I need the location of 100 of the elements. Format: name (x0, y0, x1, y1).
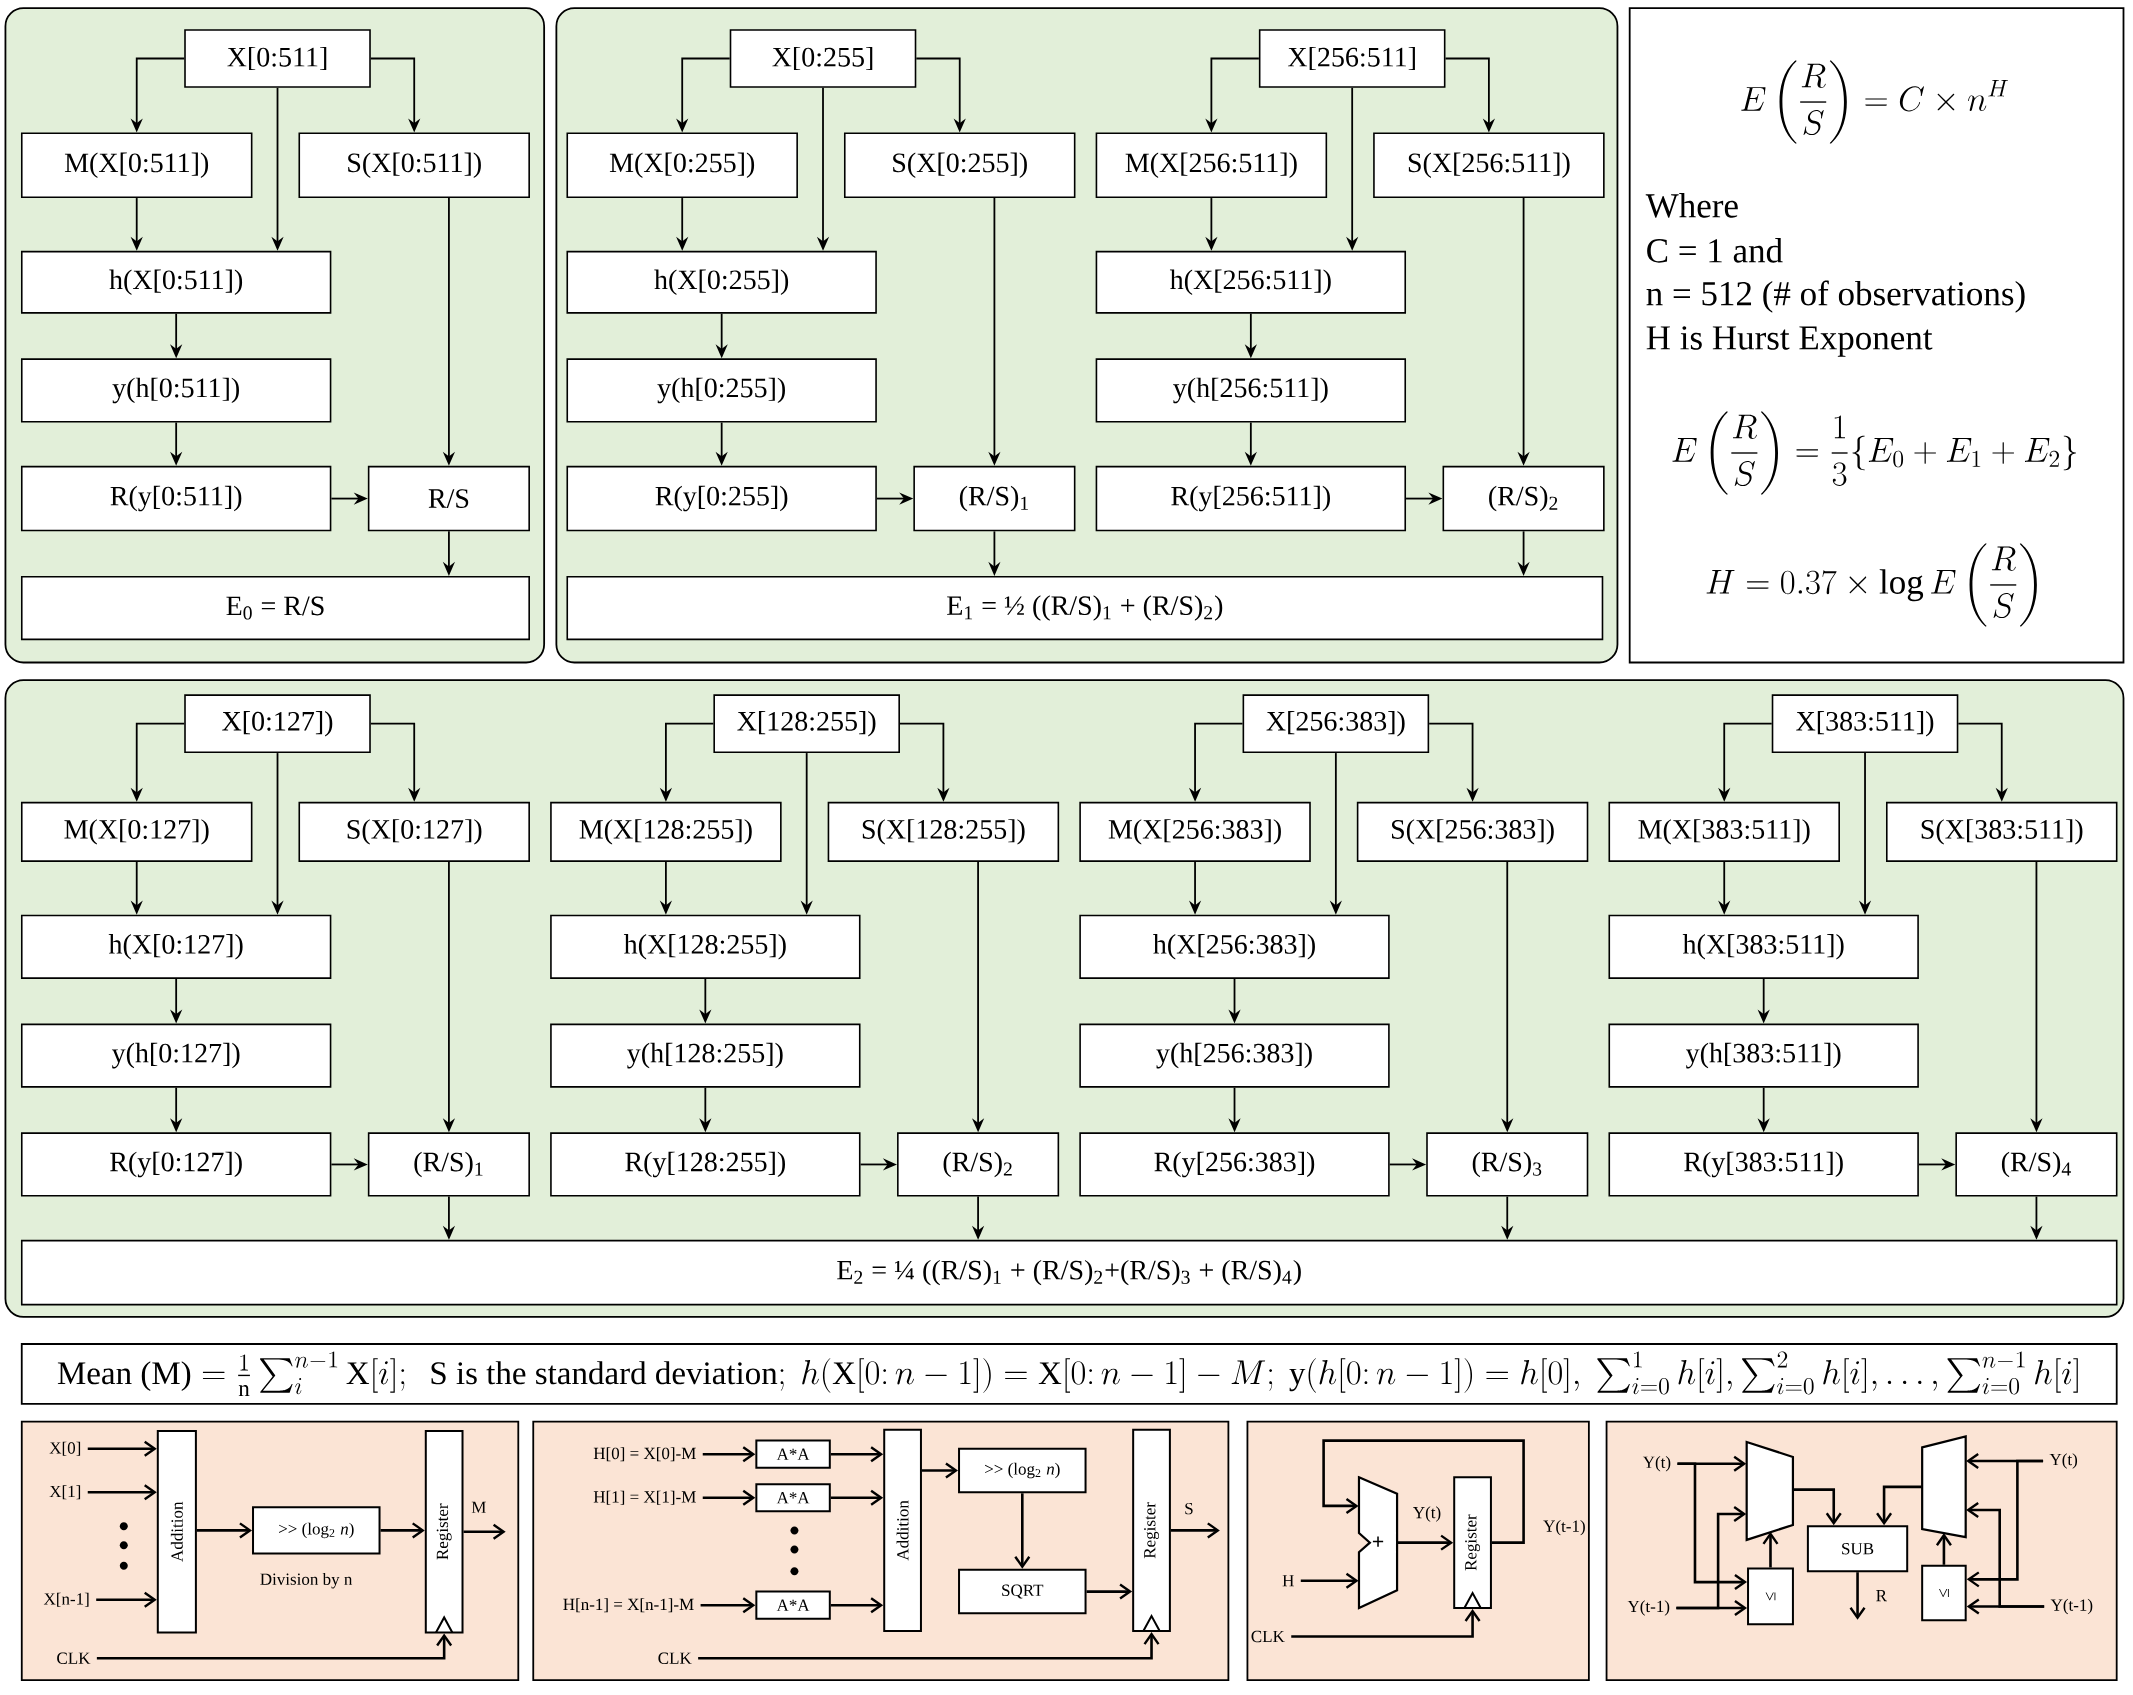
process-box: R(y[256:383]) (1079, 1132, 1390, 1197)
signal-label: CLK (57, 1652, 91, 1664)
arrow (1322, 1439, 1525, 1544)
process-box: (R/S)$_{1}$ (913, 465, 1076, 532)
process-box: y(h[0:127]) (20, 1023, 332, 1088)
result-box: E$_{2}$ = ¼ ((R/S)$_{1}$ + (R/S)$_{2}$+(R/S)$_{3}$ + (R/S)$_{4}$) (20, 1239, 2118, 1306)
process-box: (R/S)$_{4}$ (1955, 1132, 2118, 1197)
arrow (1935, 1533, 1952, 1565)
result-box: E$_{1}$ = ½ ((R/S)$_{1}$ + (R/S)$_{2}$) (566, 576, 1604, 641)
edge-label: S (1185, 1502, 1193, 1515)
signal-label: CLK (1251, 1630, 1285, 1643)
equation: $H = 0.37 \times \log E\left(\frac{R}{S}\right)$ (1706, 543, 2037, 627)
subtractor-block: SUB (1806, 1525, 1909, 1573)
process-box: y(h[0:255]) (566, 358, 877, 423)
process-box: h(X[0:255]) (566, 250, 877, 314)
process-box: X[0:511] (184, 29, 371, 88)
equation: $E\left(\frac{R}{S}\right) = \frac{1}{3}\{E_{0} + E_{1} + E_{2}\}$ (1672, 411, 2076, 495)
process-box: h(X[0:511]) (20, 250, 332, 314)
shifter-block: >> (log$_{2}$ n) (252, 1506, 381, 1555)
process-box: R(y[0:511]) (20, 465, 332, 532)
signal-label: X[0] (49, 1441, 81, 1456)
process-box: h(X[256:383]) (1079, 914, 1390, 979)
process-box: R(y[0:127]) (20, 1132, 332, 1197)
process-box: X[256:383]) (1242, 694, 1430, 754)
edge-label: Y(t) (1413, 1506, 1441, 1522)
process-box: S(X[0:511]) (298, 132, 530, 199)
arrow (1849, 1572, 1866, 1620)
process-box: M(X[383:511]) (1608, 801, 1840, 862)
signal-label: H[0] = X[0]-M (593, 1447, 696, 1462)
adder-block: Addition (883, 1428, 922, 1633)
signal-label: H[n-1] = X[n-1]-M (563, 1598, 694, 1613)
process-box: R(y[256:511]) (1095, 465, 1407, 532)
equation-panel (1628, 7, 2125, 664)
register-block: Register (424, 1430, 464, 1634)
process-box: S(X[128:255]) (827, 801, 1060, 862)
process-box: M(X[0:255]) (566, 132, 798, 199)
process-box: y(h[383:511]) (1608, 1023, 1919, 1088)
register-block: Register (1453, 1476, 1492, 1609)
arrow (700, 1597, 756, 1614)
arrow (1793, 1488, 1842, 1526)
process-box: X[0:255] (729, 29, 917, 88)
process-box: (R/S)$_{2}$ (1442, 465, 1605, 532)
process-box: M(X[256:511]) (1095, 132, 1328, 199)
arrow (1086, 1583, 1133, 1600)
signal-label: H (1282, 1575, 1294, 1587)
arrow (1676, 1506, 1747, 1610)
arrow (196, 1522, 253, 1539)
signal-label: Y(t) (1642, 1456, 1671, 1472)
comparator-block: ≤ (1747, 1567, 1794, 1626)
arrow (1170, 1522, 1220, 1539)
process-box: S(X[0:127]) (298, 801, 530, 862)
signal-label: CLK (658, 1652, 692, 1664)
process-box: h(X[383:511]) (1608, 914, 1919, 979)
arrow (921, 1462, 959, 1479)
arrow (702, 1489, 756, 1506)
arrow (1014, 1493, 1031, 1569)
process-box: X[256:511] (1258, 29, 1446, 88)
process-box: y(h[128:255]) (550, 1023, 861, 1088)
note-text: n = 512 (# of observations) (1646, 280, 2025, 313)
multiplier-block: A*A (755, 1439, 831, 1469)
arrow (463, 1523, 506, 1540)
signal-label: X[n-1] (43, 1592, 89, 1607)
caption-text: Division by n (260, 1573, 353, 1589)
result-box: E$_{0}$ = R/S (20, 576, 530, 641)
arrow (96, 1591, 157, 1608)
arrow (1300, 1572, 1359, 1589)
edge-label: Y(t-1) (1543, 1520, 1585, 1536)
arrow (698, 1632, 1160, 1660)
arrow (1762, 1531, 1779, 1568)
process-box: y(h[256:383]) (1079, 1023, 1390, 1088)
process-box: M(X[0:511]) (20, 132, 253, 199)
process-box: M(X[128:255]) (550, 801, 782, 862)
signal-label: Y(t-1) (2050, 1598, 2093, 1615)
arrow (1876, 1485, 1922, 1526)
arrow (96, 1633, 453, 1660)
process-box: R(y[0:255]) (566, 465, 877, 532)
arrow (87, 1440, 157, 1457)
process-box: S(X[256:383]) (1356, 801, 1589, 862)
process-box: R(y[128:255]) (550, 1132, 861, 1197)
process-box: (R/S)$_{2}$ (897, 1132, 1060, 1197)
definition-box: $\text{Mean (M)} = \frac{1}{\text{n}}\sum_{i}^{n-1}\text{X}[i];\ \text{ S is the standard deviation};\ h(\text{X}[0{:}\,n-1]) = \text{X}[0{:}\,n-1] - M;\ \text{y}(h[0{:}\,n-1]) = h[0],\ \sum_{i=0}^{1}h[i],\sum_{i=0}^{2}h[i],\ldots,\sum_{i=0}^{n-1}h[i]$ (20, 1343, 2118, 1405)
multiplier-block: A*A (755, 1590, 831, 1620)
process-box: R/S (367, 465, 530, 532)
arrow (87, 1484, 157, 1501)
note-text: Where (1645, 193, 1738, 218)
note-text: C = 1 and (1647, 238, 1783, 263)
register-block: Register (1132, 1428, 1171, 1633)
comparator-block: ≤ (1921, 1564, 1967, 1622)
shifter-block: >> (log$_{2}$ n) (958, 1447, 1087, 1494)
arrow (830, 1446, 884, 1463)
process-box: (R/S)$_{1}$ (367, 1132, 530, 1197)
arrow (1677, 1462, 1748, 1591)
sqrt-block: SQRT (958, 1568, 1087, 1615)
process-box: S(X[0:255]) (843, 132, 1076, 199)
process-box: y(h[256:511]) (1095, 358, 1407, 423)
signal-label: Y(t-1) (1627, 1600, 1670, 1616)
arrow (1966, 1459, 2044, 1588)
process-box: X[0:127]) (184, 694, 371, 754)
process-box: S(X[383:511]) (1886, 801, 2118, 862)
process-box: (R/S)$_{3}$ (1426, 1132, 1589, 1197)
